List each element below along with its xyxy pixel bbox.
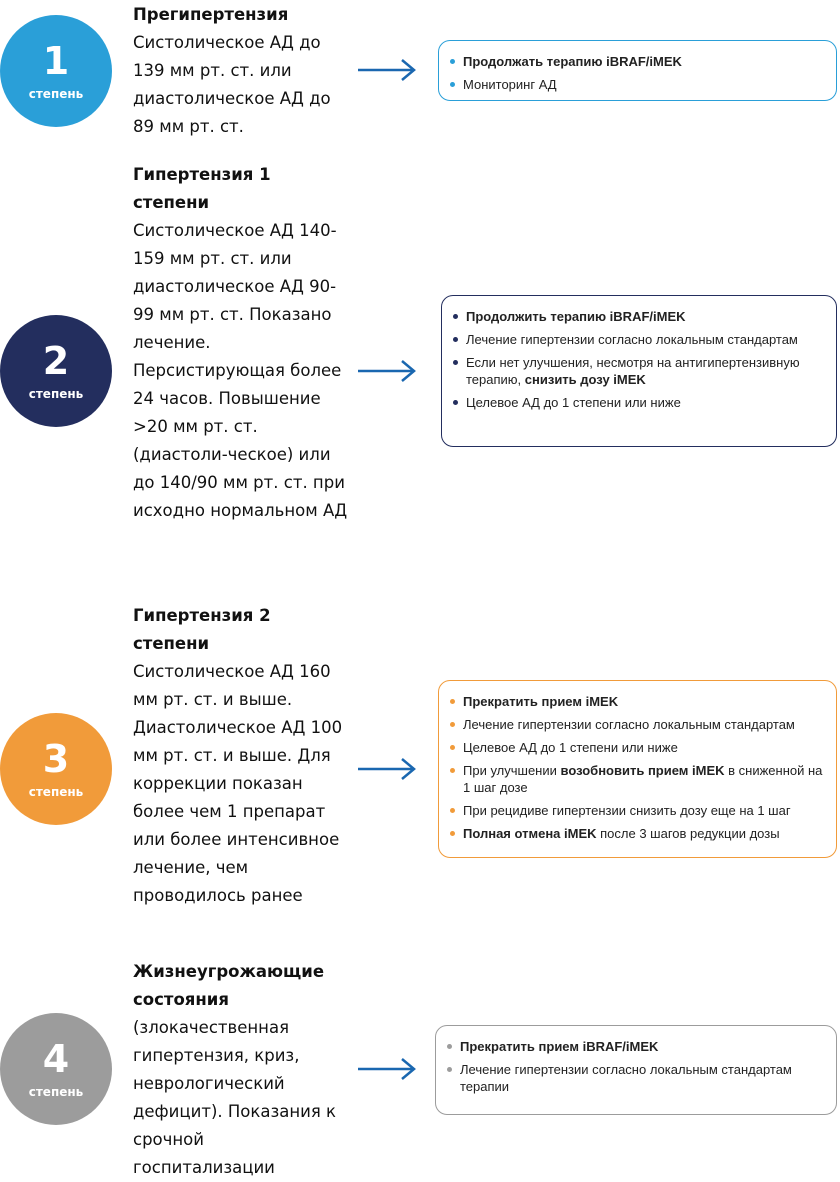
action-item: Мониторинг АД [450,76,824,93]
action-list: Продолжать терапию iBRAF/iMEK Мониторинг … [450,53,824,93]
action-text-bold: Продолжить терапию iBRAF/iMEK [466,309,686,324]
grade-body: Систолическое АД до 139 мм рт. ст. или д… [133,33,331,136]
action-text: Если нет улучшения, несмотря на антигипе… [466,355,800,387]
bullet-icon [447,1067,452,1072]
grade-title: Гипертензия 1 степени [133,165,271,212]
action-text: Лечение гипертензии согласно локальным с… [460,1062,792,1094]
grade-4-description: Жизнеугрожающие состояния (злокачественн… [133,958,348,1182]
grade-4-circle: 4 степень [0,1013,112,1125]
grade-body: Систолическое АД 160 мм рт. ст. и выше. … [133,662,343,905]
action-item: При рецидиве гипертензии снизить дозу ещ… [450,802,824,819]
grade-1-action-box: Продолжать терапию iBRAF/iMEK Мониторинг … [438,40,837,101]
action-item: Полная отмена iMEK после 3 шагов редукци… [450,825,824,842]
action-text-bold: снизить дозу iMEK [524,372,646,387]
action-text-bold: Продолжать терапию iBRAF/iMEK [463,54,682,69]
bullet-icon [453,400,458,405]
action-item: Лечение гипертензии согласно локальным с… [450,716,824,733]
grade-3-circle: 3 степень [0,713,112,825]
bullet-icon [450,699,455,704]
grade-title: Жизнеугрожающие состояния [133,962,325,1009]
bullet-icon [450,82,455,87]
action-item: Лечение гипертензии согласно локальным с… [447,1061,824,1095]
action-text-bold: возобновить прием iMEK [560,763,725,778]
action-list: Продолжить терапию iBRAF/iMEK Лечение гип… [453,308,824,411]
action-text-bold: Полная отмена iMEK [463,826,597,841]
grade-1-description: Прегипертензия Систолическое АД до 139 м… [133,1,348,141]
bullet-icon [453,314,458,319]
grade-1-circle: 1 степень [0,15,112,127]
action-text: Мониторинг АД [463,77,557,92]
action-text: При улучшении [463,763,561,778]
bullet-icon [450,722,455,727]
action-list: Прекратить прием iMEK Лечение гипертензии… [450,693,824,842]
action-item: Продолжить терапию iBRAF/iMEK [453,308,824,325]
bullet-icon [453,360,458,365]
grade-2-description: Гипертензия 1 степени Систолическое АД 1… [133,161,348,525]
grade-label: степень [28,387,84,401]
action-item: Целевое АД до 1 степени или ниже [453,394,824,411]
grade-number: 1 [42,39,70,83]
action-text: При рецидиве гипертензии снизить дозу ещ… [463,803,791,818]
grade-2-action-box: Продолжить терапию iBRAF/iMEK Лечение гип… [441,295,837,447]
action-text: Целевое АД до 1 степени или ниже [463,740,678,755]
grade-body: (злокачественная гипертензия, криз, невр… [133,1018,336,1177]
action-text: Целевое АД до 1 степени или ниже [466,395,681,410]
action-item: Продолжать терапию iBRAF/iMEK [450,53,824,70]
bullet-icon [447,1044,452,1049]
action-item: Целевое АД до 1 степени или ниже [450,739,824,756]
action-text: в сниженной на 1 шаг дозе [463,763,823,795]
grade-4-action-box: Прекратить прием iBRAF/iMEK Лечение гипер… [435,1025,837,1115]
arrow-icon [358,59,416,81]
action-item: При улучшении возобновить прием iMEK в с… [450,762,824,796]
action-item: Если нет улучшения, несмотря на антигипе… [453,354,824,388]
action-text-bold: Прекратить прием iMEK [463,694,619,709]
action-list: Прекратить прием iBRAF/iMEK Лечение гипер… [447,1038,824,1095]
action-item: Прекратить прием iBRAF/iMEK [447,1038,824,1055]
grade-body: Систолическое АД 140-159 мм рт. ст. или … [133,221,348,520]
bullet-icon [450,808,455,813]
arrow-icon [358,758,416,780]
action-text: после 3 шагов редукции дозы [596,826,780,841]
grade-label: степень [28,1085,84,1099]
grade-number: 4 [42,1037,70,1081]
arrow-icon [358,1058,416,1080]
grade-3-action-box: Прекратить прием iMEK Лечение гипертензии… [438,680,837,858]
bullet-icon [450,59,455,64]
bullet-icon [453,337,458,342]
grade-number: 2 [42,339,70,383]
grade-number: 3 [42,737,70,781]
action-text-bold: Прекратить прием iBRAF/iMEK [460,1039,659,1054]
bullet-icon [450,768,455,773]
grade-3-description: Гипертензия 2 степени Систолическое АД 1… [133,602,348,910]
arrow-icon [358,360,416,382]
grade-label: степень [28,785,84,799]
action-item: Лечение гипертензии согласно локальным с… [453,331,824,348]
grade-2-circle: 2 степень [0,315,112,427]
grade-title: Прегипертензия [133,5,289,24]
action-item: Прекратить прием iMEK [450,693,824,710]
action-text: Лечение гипертензии согласно локальным с… [463,717,795,732]
grade-label: степень [28,87,84,101]
bullet-icon [450,745,455,750]
action-text: Лечение гипертензии согласно локальным с… [466,332,798,347]
bullet-icon [450,831,455,836]
grade-title: Гипертензия 2 степени [133,606,271,653]
